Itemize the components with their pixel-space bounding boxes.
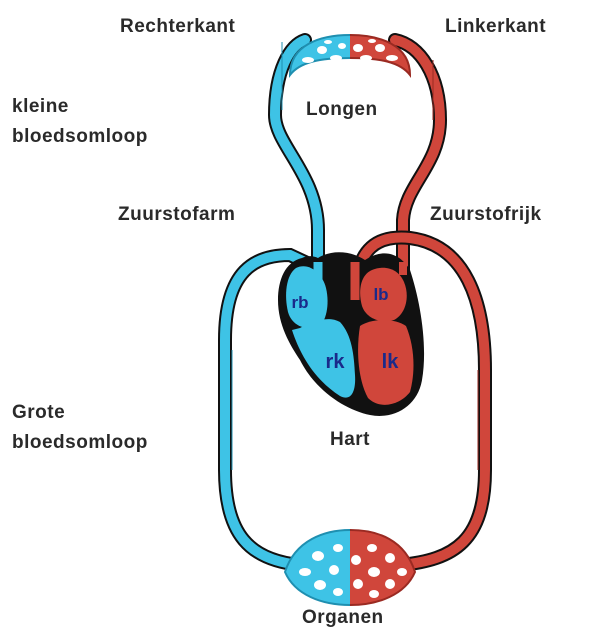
label-right-side: Rechterkant [120,12,235,42]
large-circulation-line-1: Grote [12,398,148,428]
small-circulation-line-1: kleine [12,92,148,122]
label-oxygen-poor: Zuurstofarm [118,200,235,230]
label-rk: rk [326,351,346,373]
label-small-circulation: kleine bloedsomloop [12,92,148,152]
large-circulation-line-2: bloedsomloop [12,428,148,458]
small-circulation-line-2: bloedsomloop [12,122,148,152]
label-rb: rb [292,293,309,312]
label-lk: lk [382,351,400,373]
label-heart: Hart [330,425,370,455]
label-oxygen-rich: Zuurstofrijk [430,200,542,230]
label-lungs: Longen [306,95,378,125]
organs-capillary-bed [285,530,415,605]
label-organs: Organen [302,603,384,633]
label-large-circulation: Grote bloedsomloop [12,398,148,458]
label-lb: lb [373,285,388,304]
label-left-side: Linkerkant [445,12,546,42]
heart: rb lb rk lk [278,252,424,416]
